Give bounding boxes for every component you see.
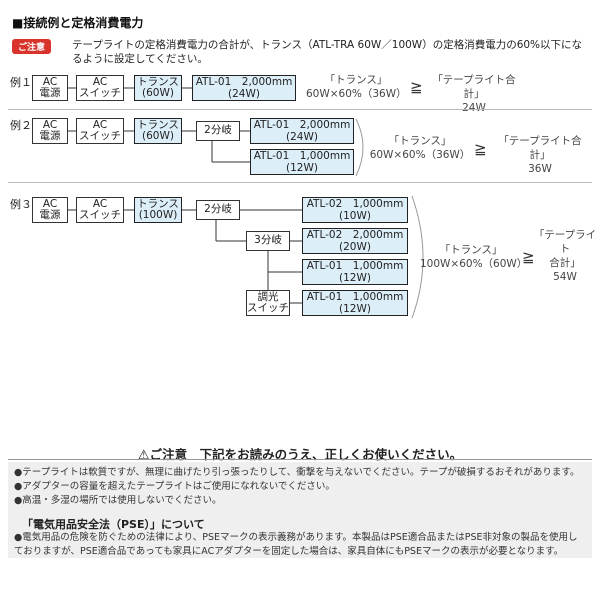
tape-light-total: 「テープライト合計」24W — [432, 74, 516, 114]
divider — [8, 182, 592, 183]
tape-light-box: ATL-01 1,000mm(12W) — [302, 290, 408, 316]
tape-light-box: ATL-01 2,000mm(24W) — [250, 118, 354, 144]
notice-item: ●アダプターの容量を超えたテープライトはご使用になれないでください。 — [14, 481, 335, 492]
divider — [8, 109, 592, 110]
transformer-box: トランス(100W) — [134, 197, 182, 223]
geq-symbol: ≧ — [410, 78, 423, 96]
tape-light-box: ATL-01 1,000mm(12W) — [302, 259, 408, 285]
caution-badge: ご注意 — [12, 39, 52, 54]
notice-title: ⚠ご注意 下記をお読みのうえ、正しくお使いください。 — [137, 447, 463, 463]
transformer-capacity: 「トランス」60W×60%（36W） — [369, 135, 471, 161]
geq-symbol: ≧ — [522, 248, 535, 266]
section-heading: ■接続例と定格消費電力 — [12, 16, 144, 30]
tape-light-total: 「テープライト合計」36W — [498, 135, 582, 175]
tape-light-box: ATL-01 2,000mm(24W) — [192, 75, 296, 101]
transformer-capacity: 「トランス」60W×60%（36W） — [306, 74, 407, 100]
example-3-label: 例３ — [10, 198, 32, 211]
example-1-label: 例１ — [10, 76, 32, 89]
pse-title: 「電気用品安全法（PSE）」について — [22, 518, 205, 531]
transformer-box: トランス(60W) — [134, 118, 182, 144]
notice-item: ●高温・多湿の場所では使用しないでください。 — [14, 495, 222, 506]
tape-light-box: ATL-01 1,000mm(12W) — [250, 149, 354, 175]
transformer-box: トランス(60W) — [134, 75, 182, 101]
splitter-box: 2分岐 — [196, 200, 240, 220]
geq-symbol: ≧ — [474, 140, 487, 158]
notice-item: ●テープライトは軟質ですが、無理に曲げたり引っ張ったりして、衝撃を与えないでくだ… — [14, 467, 580, 478]
tape-light-box: ATL-02 1,000mm(10W) — [302, 197, 408, 223]
caution-text: テープライトの定格消費電力の合計が、トランス（ATL-TRA 60W／100W）… — [72, 39, 583, 65]
example-2-label: 例２ — [10, 119, 32, 132]
splitter-box: 3分岐 — [246, 231, 290, 251]
tape-light-box: ATL-02 2,000mm(20W) — [302, 228, 408, 254]
transformer-capacity: 「トランス」100W×60%（60W） — [420, 244, 528, 270]
tape-light-total: 「テープライト合計」54W — [533, 229, 597, 283]
notice-divider — [8, 459, 592, 460]
dimmer-switch-box: 調光スイッチ — [246, 290, 290, 316]
notice-panel — [8, 462, 592, 558]
pse-text: ●電気用品の危険を防ぐための法律により、PSEマークの表示義務があります。本製品… — [14, 532, 578, 557]
splitter-box: 2分岐 — [196, 121, 240, 141]
warning-triangle-icon: ⚠ — [137, 448, 150, 463]
